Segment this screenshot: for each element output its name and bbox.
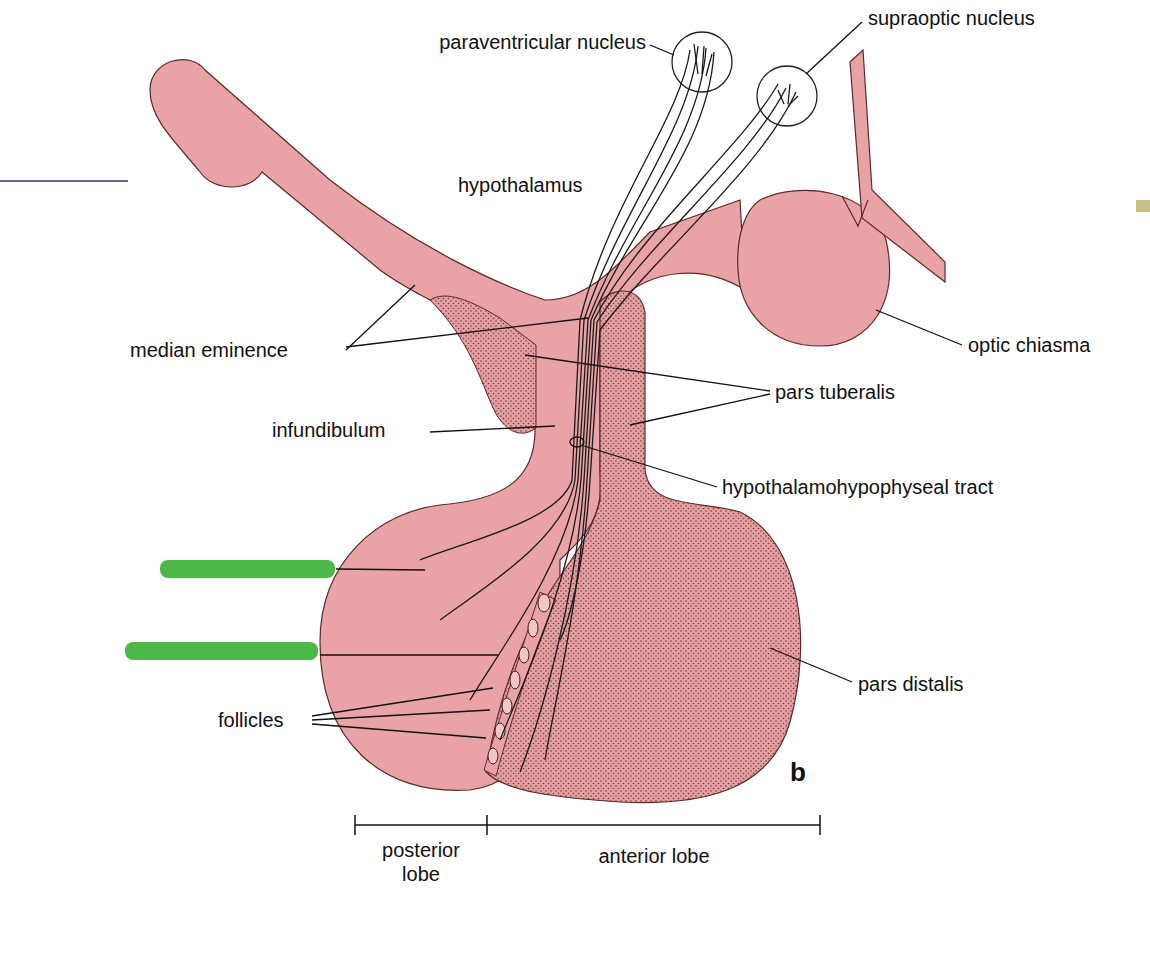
part-label: pars distalis bbox=[858, 672, 964, 696]
pars-distalis-shape bbox=[486, 291, 801, 803]
lobe-bracket bbox=[355, 815, 820, 835]
nucleus-label: supraoptic nucleus bbox=[868, 6, 1035, 30]
leader-lines bbox=[312, 22, 962, 738]
redaction-mark bbox=[125, 642, 318, 660]
part-label: optic chiasma bbox=[968, 333, 1090, 357]
part-label: follicles bbox=[218, 708, 284, 732]
part-label: pars tuberalis bbox=[775, 380, 895, 404]
redaction-mark bbox=[160, 560, 335, 578]
lobe-label: anterior lobe bbox=[598, 844, 709, 868]
region-label: hypothalamus bbox=[458, 173, 583, 197]
nucleus-label: paraventricular nucleus bbox=[439, 30, 646, 54]
recess-line bbox=[842, 196, 868, 226]
panel-letter: b bbox=[790, 757, 806, 787]
lobe-label: posterior lobe bbox=[376, 838, 466, 886]
part-label: infundibulum bbox=[272, 418, 385, 442]
pars-tuberalis-shape bbox=[430, 296, 536, 433]
slide-mark bbox=[1136, 200, 1150, 212]
lamina-terminalis bbox=[850, 50, 945, 282]
part-label: median eminence bbox=[130, 338, 288, 362]
nerve-fibres bbox=[420, 44, 798, 772]
follicle-ovals bbox=[488, 594, 550, 764]
tract-label: hypothalamohypophyseal tract bbox=[722, 475, 993, 499]
nucleus-circles bbox=[672, 32, 817, 126]
slide-rule bbox=[0, 180, 128, 182]
